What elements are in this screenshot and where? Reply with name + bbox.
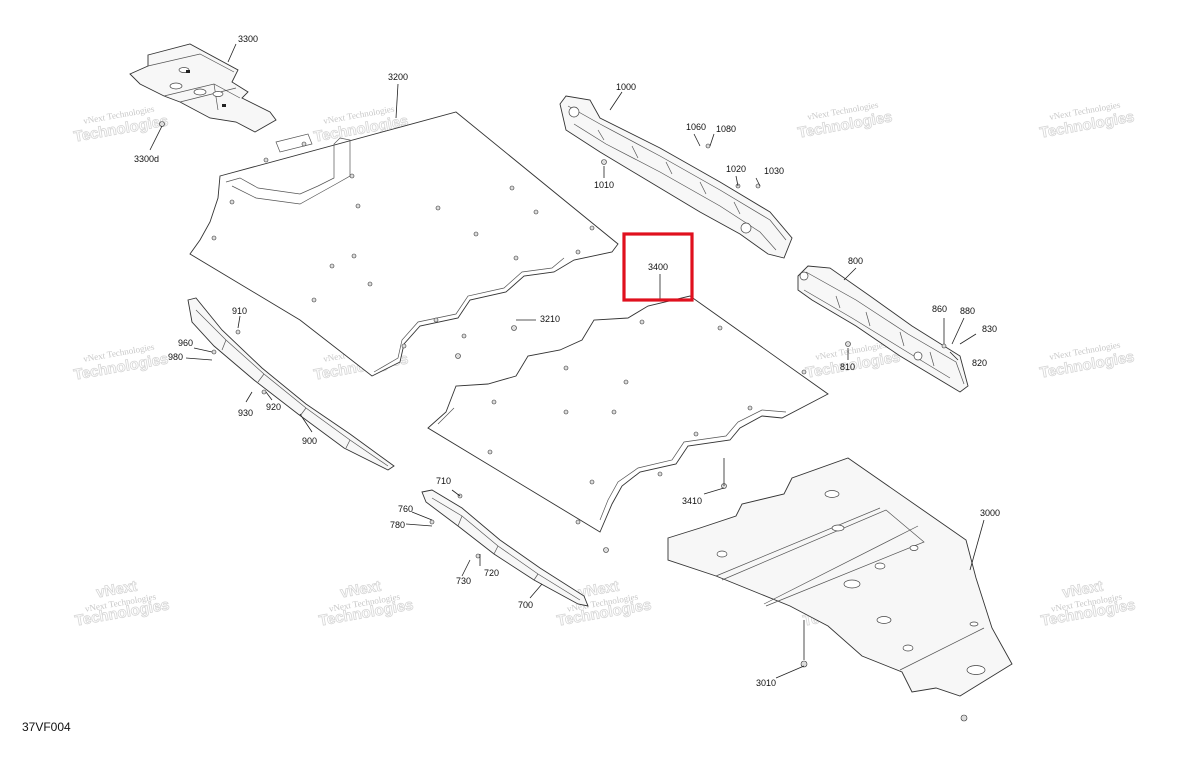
callout-3300: 3300 (238, 34, 258, 44)
callout-760: 760 (398, 504, 413, 514)
callout-3210: 3210 (540, 314, 560, 324)
part-800-side-rail (797, 265, 969, 393)
leader-lines (149, 43, 985, 679)
callout-810: 810 (840, 362, 855, 372)
callout-900: 900 (302, 436, 317, 446)
callout-980: 980 (168, 352, 183, 362)
callout-880: 880 (960, 306, 975, 316)
callout-1080: 1080 (716, 124, 736, 134)
callout-830: 830 (982, 324, 997, 334)
callout-730: 730 (456, 576, 471, 586)
callout-3010: 3010 (756, 678, 776, 688)
callout-3400: 3400 (648, 262, 668, 272)
callout-700: 700 (518, 600, 533, 610)
callout-labels: 3300 3300d 3200 3210 3400 3410 3000 3010… (134, 34, 1000, 688)
part-3400-floor-panel (427, 295, 829, 553)
callout-1010: 1010 (594, 180, 614, 190)
callout-800: 800 (848, 256, 863, 266)
highlight-box-3400 (622, 232, 694, 302)
figure-reference: 37VF004 (22, 720, 71, 734)
callout-1060: 1060 (686, 122, 706, 132)
callout-3000: 3000 (980, 508, 1000, 518)
callout-930: 930 (238, 408, 253, 418)
callout-780: 780 (390, 520, 405, 530)
callout-3200: 3200 (388, 72, 408, 82)
callout-1000: 1000 (616, 82, 636, 92)
part-3000-skid-plate (667, 457, 1013, 722)
callout-710: 710 (436, 476, 451, 486)
callout-920: 920 (266, 402, 281, 412)
callout-960: 960 (178, 338, 193, 348)
callout-860: 860 (932, 304, 947, 314)
callout-1030: 1030 (764, 166, 784, 176)
callout-910: 910 (232, 306, 247, 316)
callout-1020: 1020 (726, 164, 746, 174)
callout-720: 720 (484, 568, 499, 578)
part-700-side-rail (421, 489, 589, 607)
part-900-side-rail (187, 297, 395, 471)
part-3200-floor-panel (189, 111, 619, 377)
callout-820: 820 (972, 358, 987, 368)
part-3300-bracket (129, 43, 277, 133)
callout-3300d: 3300d (134, 154, 159, 164)
part-1000-side-rail (559, 95, 793, 259)
callout-3410: 3410 (682, 496, 702, 506)
